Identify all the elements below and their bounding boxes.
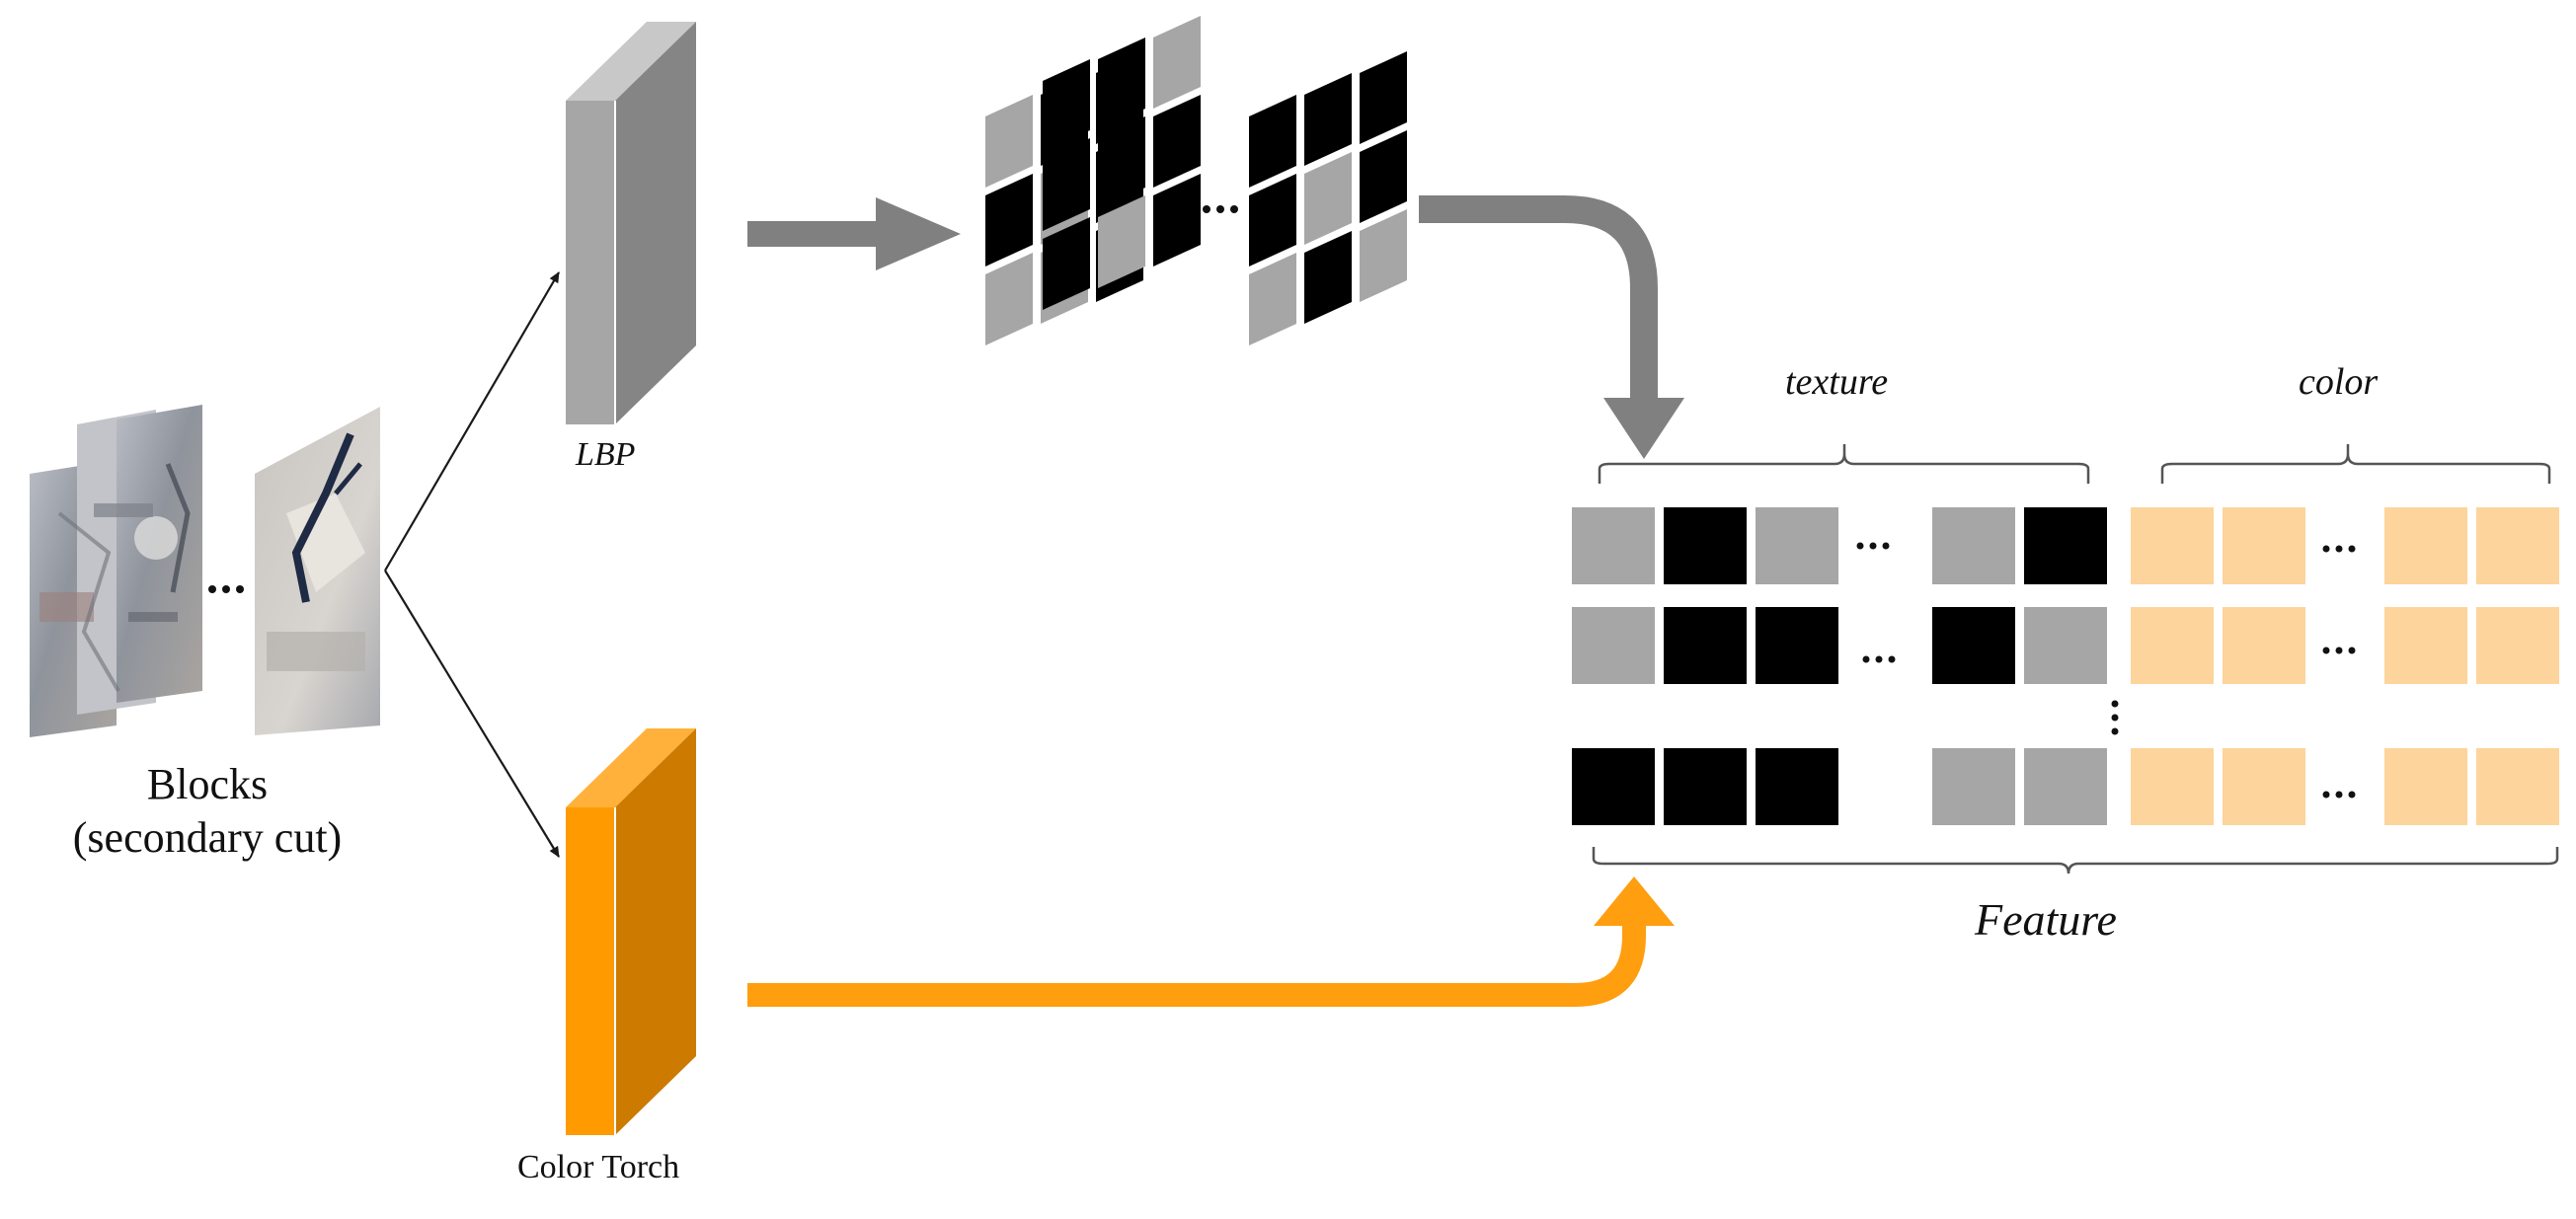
color-cell [2476, 748, 2559, 825]
color-cell [2131, 507, 2214, 584]
texture-brace [1598, 444, 2090, 484]
lbp-cell [1153, 95, 1201, 188]
block-image-stack [30, 405, 202, 737]
lbp-block [566, 22, 696, 424]
color-torch-label: Color Torch [517, 1149, 680, 1185]
lbp-grid-c [1249, 51, 1407, 345]
color-torch-block-front [566, 807, 615, 1135]
color-cell [2131, 607, 2214, 684]
color-cell [2476, 607, 2559, 684]
lbp-cell [1249, 95, 1296, 188]
lbp-cell [1043, 217, 1090, 310]
texture-cell [1756, 507, 1838, 584]
feature-label: Feature [1975, 894, 2117, 945]
lbp-cell [1249, 253, 1296, 345]
color-torch-block-side [615, 728, 696, 1135]
block-ellipsis [208, 585, 244, 593]
lbp-cell [985, 174, 1033, 267]
lbp-cell [1249, 174, 1296, 267]
lbp-label: LBP [576, 436, 636, 473]
color-cell [2384, 748, 2467, 825]
feature-matrix [1572, 507, 2559, 825]
lbp-grid-ellipsis [1203, 205, 1238, 213]
color-cell [2384, 607, 2467, 684]
texture-cell [1664, 748, 1747, 825]
color-cell [2384, 507, 2467, 584]
lbp-cell [985, 95, 1033, 188]
lbp-pattern-grids [985, 16, 1407, 345]
texture-cell [1572, 748, 1655, 825]
lbp-cell [1360, 51, 1407, 144]
color-torch-block-top [566, 728, 696, 807]
texture-cell [2024, 507, 2107, 584]
blocks-label-line1: Blocks [146, 760, 269, 808]
lbp-cell [985, 253, 1033, 345]
lbp-block-front [566, 101, 615, 424]
lbp-cell [1098, 38, 1145, 130]
arrow-grids-to-feature [1419, 195, 1684, 459]
color-cell [2131, 748, 2214, 825]
color-torch-block [566, 728, 696, 1135]
texture-cell [1572, 507, 1655, 584]
feature-brace [1592, 847, 2559, 875]
lbp-cell [1360, 130, 1407, 223]
lbp-cell [1043, 138, 1090, 231]
lbp-block-top [566, 22, 696, 101]
texture-cell [1756, 748, 1838, 825]
lbp-cell [1098, 116, 1145, 209]
lbp-cell [1304, 231, 1352, 324]
arrow-color-torch-to-feature [747, 876, 1675, 1007]
arrow-to-color-torch [384, 570, 560, 858]
blocks-label-line2: (secondary cut) [72, 813, 343, 862]
color-cell [2223, 607, 2305, 684]
texture-cell [1664, 507, 1747, 584]
lbp-cell [1304, 152, 1352, 245]
lbp-cell [1360, 209, 1407, 302]
lbp-cell [1304, 73, 1352, 166]
color-cell [2223, 748, 2305, 825]
texture-label: texture [1785, 361, 1889, 403]
arrow-lbp-to-grids [747, 197, 961, 270]
color-brace [2160, 444, 2551, 484]
lbp-cell [1043, 59, 1090, 152]
texture-cell [1756, 607, 1838, 684]
lbp-block-side [615, 22, 696, 424]
feature-ellipsis [1856, 542, 2356, 799]
texture-cell [2024, 748, 2107, 825]
color-label: color [2299, 361, 2379, 403]
lbp-cell [1098, 195, 1145, 288]
arrow-to-lbp [384, 271, 560, 571]
color-cell [2223, 507, 2305, 584]
texture-cell [1932, 507, 2015, 584]
texture-cell [1932, 748, 2015, 825]
color-cell [2476, 507, 2559, 584]
lbp-grid-b [1043, 16, 1201, 310]
lbp-cell [1153, 174, 1201, 267]
lbp-cell [1153, 16, 1201, 109]
texture-cell [1932, 607, 2015, 684]
texture-cell [1572, 607, 1655, 684]
blocks-label: Blocks (secondary cut) [0, 758, 415, 865]
image-blocks [30, 405, 380, 737]
block-image-single [255, 407, 380, 735]
texture-cell [2024, 607, 2107, 684]
texture-cell [1664, 607, 1747, 684]
